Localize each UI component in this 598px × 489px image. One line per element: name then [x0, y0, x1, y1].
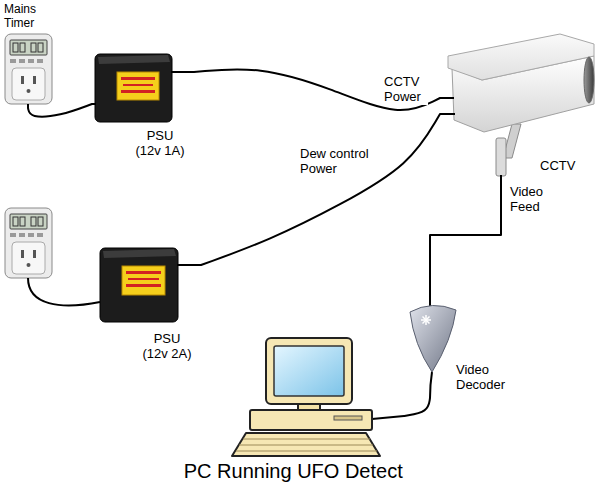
sticker-line: [128, 278, 159, 280]
socket-slot: [21, 250, 24, 258]
sticker-line: [123, 84, 153, 86]
timer-button: [28, 233, 34, 237]
socket-slot: [21, 76, 24, 84]
psu-body: [95, 54, 172, 122]
psu-sticker: [117, 72, 159, 100]
sticker-line: [121, 77, 155, 80]
key-row: [239, 445, 373, 446]
cable-label: Video Feed: [510, 184, 554, 215]
cable-stub: [430, 372, 432, 398]
display-digit: [13, 217, 18, 226]
cable-stub: [171, 71, 194, 73]
drive-slot: [334, 416, 362, 420]
device-node: CCTV: [440, 34, 596, 180]
psu-illustration: [92, 54, 194, 122]
timer-button: [37, 59, 43, 63]
sticker-line: [121, 90, 155, 93]
timer-socket: [12, 242, 45, 274]
cable: [194, 69, 440, 110]
cable-label: Dew control Power: [300, 146, 376, 177]
decoder-label: Video Decoder: [456, 362, 512, 393]
psu-body: [100, 248, 178, 322]
wall-plate: [496, 138, 506, 176]
socket-hole: [27, 89, 31, 93]
sticker-line: [126, 284, 161, 287]
psu-sticker: [122, 266, 165, 295]
pc-illustration: [232, 338, 404, 456]
device-node: PC Running UFO Detect: [182, 334, 404, 489]
timer-label: Mains Timer: [4, 2, 54, 30]
device-node: Video Decoder: [406, 300, 514, 398]
socket-slot: [33, 76, 36, 84]
camera-front: [584, 57, 594, 103]
display-digit: [31, 217, 36, 226]
computer-case: [250, 410, 372, 430]
timer-button: [10, 233, 16, 237]
cable-stub: [440, 97, 454, 99]
timer-button: [10, 59, 16, 63]
pc-label: PC Running UFO Detect: [184, 460, 403, 484]
cable-label-holder: CCTV Power: [384, 74, 428, 105]
cable-label: CCTV Power: [384, 74, 428, 105]
camera-illustration: [440, 34, 594, 180]
timer-body: [5, 34, 52, 104]
timer-button: [37, 233, 43, 237]
timer-button: [28, 59, 34, 63]
screen: [274, 346, 344, 396]
device-node: Mains Timer: [2, 2, 56, 108]
timer-button: [19, 59, 25, 63]
display-digit: [20, 217, 25, 226]
key-row: [236, 451, 377, 452]
mains-cord: [28, 278, 100, 305]
cable: [201, 114, 440, 265]
cable: [430, 180, 501, 300]
socket-slot: [33, 250, 36, 258]
display-digit: [20, 43, 25, 52]
decoder-illustration: [410, 300, 456, 398]
cable: [28, 104, 92, 117]
psu-label: PSU (12v 2A): [141, 331, 193, 362]
psu-label: PSU (12v 1A): [134, 128, 186, 159]
key-row: [243, 439, 370, 440]
timer-socket: [12, 68, 45, 100]
monitor: [266, 338, 352, 404]
cable-stub: [372, 416, 404, 419]
keyboard: [232, 433, 380, 456]
timer-display: [10, 40, 47, 55]
display-digit: [13, 43, 18, 52]
display-digit: [38, 217, 43, 226]
cable-stub: [440, 113, 455, 115]
timer-illustration: [5, 208, 52, 278]
decoder-logo: [423, 317, 430, 324]
psu-top: [103, 249, 176, 258]
timer-display: [10, 214, 47, 229]
sun-shield: [448, 34, 594, 80]
psu-illustration: [100, 248, 201, 322]
cable: [404, 398, 430, 416]
cable-label-holder: Video Feed: [510, 184, 554, 215]
device-node: PSU (12v 2A): [97, 243, 201, 369]
timer-body: [5, 208, 52, 278]
display-digit: [38, 43, 43, 52]
cable-label-holder: Dew control Power: [300, 146, 376, 177]
device-node: PSU (12v 1A): [92, 48, 194, 164]
timer-illustration: [5, 34, 52, 108]
psu-top: [98, 55, 170, 64]
sticker-line: [126, 271, 161, 274]
socket-hole: [27, 263, 31, 267]
cable-stub: [177, 264, 201, 266]
decoder-logo: [423, 317, 430, 324]
camera-label: CCTV: [540, 158, 590, 173]
decoder-body: [410, 305, 456, 372]
display-digit: [31, 43, 36, 52]
timer-button: [19, 233, 25, 237]
